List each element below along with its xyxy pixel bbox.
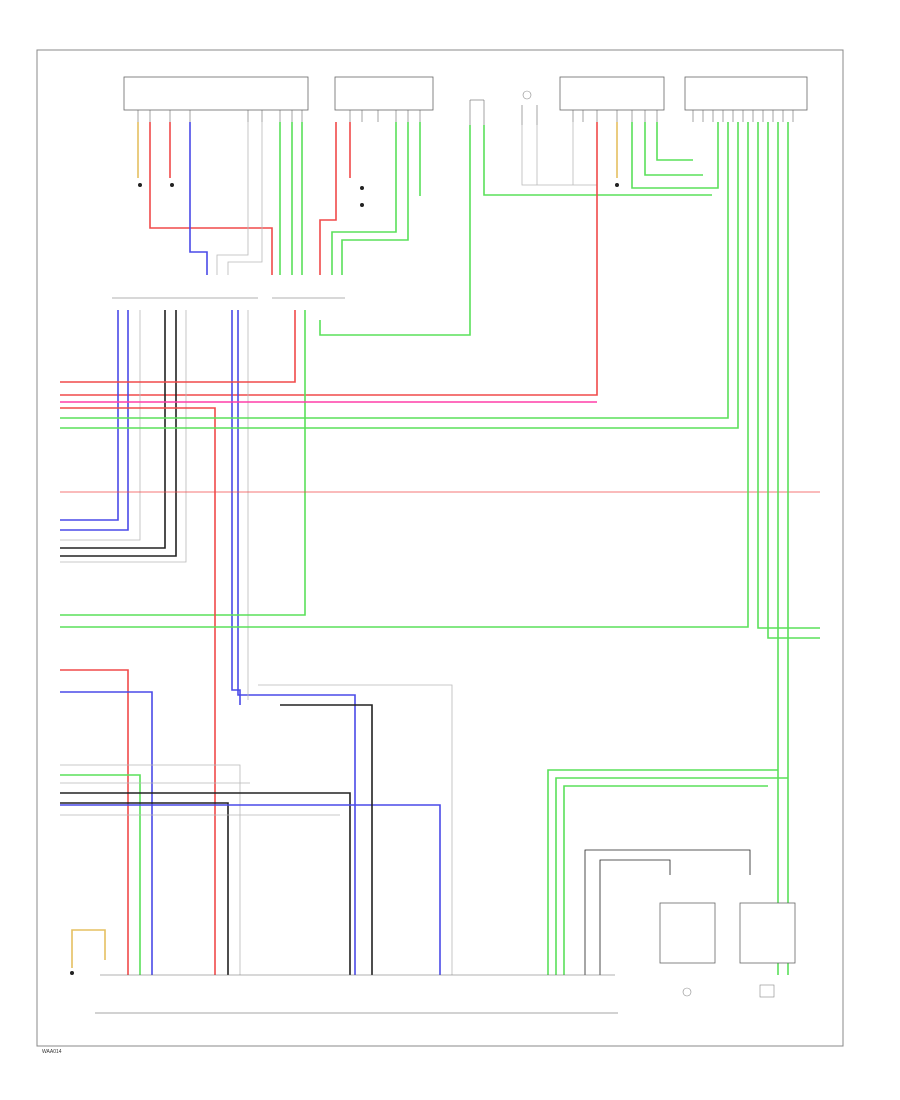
diagram-frame	[36, 49, 844, 1047]
component-module-4	[684, 76, 808, 122]
wire-group-junction	[60, 310, 356, 975]
wire-group-lower	[60, 669, 788, 975]
ground-symbol	[70, 183, 619, 975]
component-sensor-small	[469, 99, 485, 125]
wire-group-horizontal	[60, 122, 820, 975]
component-lower-right-2	[739, 902, 796, 998]
component-lower-right-1	[659, 902, 716, 997]
component-module-3	[559, 76, 665, 122]
wire-group-top	[60, 122, 719, 396]
component-module-1	[123, 76, 309, 122]
component-switch-small	[521, 90, 538, 125]
component-module-2	[334, 76, 434, 122]
bottom-connector	[95, 974, 618, 1014]
footer-code: WAA014	[42, 1049, 62, 1055]
